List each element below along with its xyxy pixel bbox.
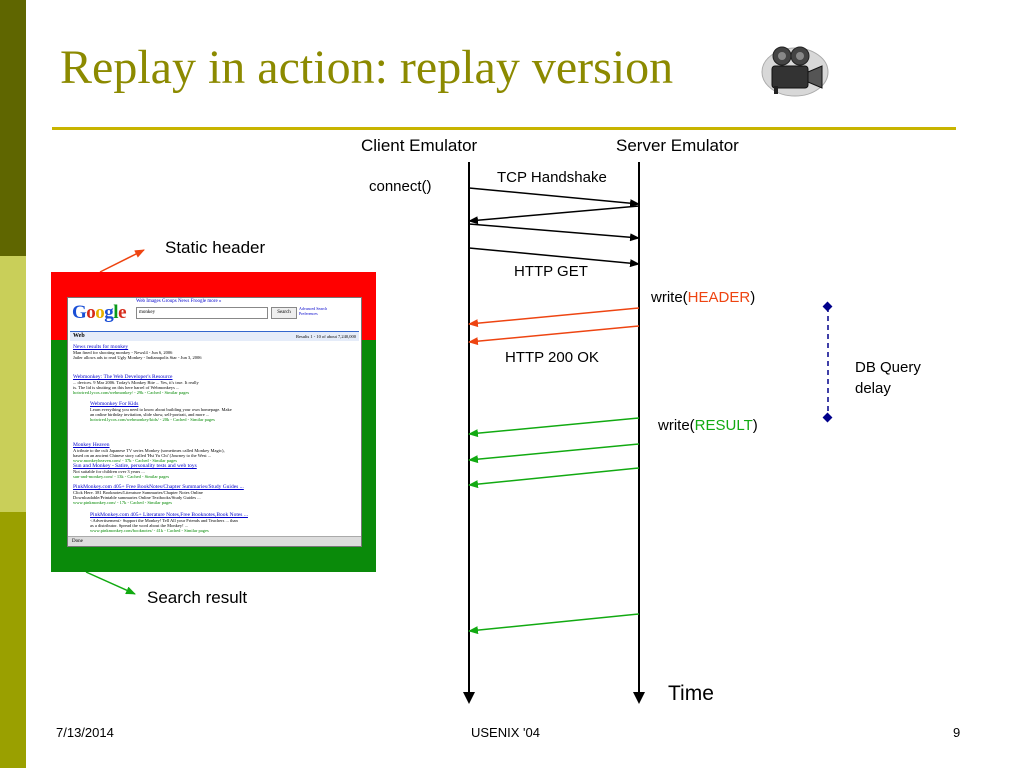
http-200-label: HTTP 200 OK (505, 349, 599, 366)
result-title-link[interactable]: News results for monkey (73, 344, 129, 350)
footer-center: USENIX '04 (471, 725, 540, 740)
advanced-links[interactable]: Advanced Search Preferences (299, 306, 328, 316)
sidebar-block-light (0, 256, 26, 512)
result-title-link[interactable]: PinkMonkey.com 405+ Literature Notes,Fre… (90, 512, 248, 518)
tcp-handshake-label: TCP Handshake (497, 169, 607, 186)
result-snippet: Not suitable for children over 3 years .… (73, 469, 145, 474)
result-response-arrow-4 (468, 613, 640, 635)
result-url[interactable]: hotwired.lycos.com/webmonkey/kids/ - 20k… (90, 417, 215, 423)
search-result-item: Webmonkey: The Web Developer's Resource.… (73, 374, 353, 396)
result-snippet: A tribute to the cult Japanese TV series… (73, 448, 225, 453)
title-underline (52, 127, 956, 130)
result-snippet: is. The lid is shutting on this here bar… (73, 385, 180, 391)
sidebar-block-dark (0, 0, 26, 256)
google-logo: Google (72, 302, 126, 323)
result-url[interactable]: www.pinkmonkey.com/booknotes/ - 41k - Ca… (90, 528, 209, 534)
result-snippet: Learn everything you need to know about … (90, 407, 232, 412)
header-response-arrow-1 (468, 307, 640, 328)
write-header-label: write(HEADER) (651, 289, 756, 306)
search-result-item: PinkMonkey.com 405+ Literature Notes,Fre… (90, 512, 352, 534)
result-snippet: based on an ancient Chinese story called… (73, 453, 212, 459)
result-snippet: ... devices. 9 Mar 2006. Today's Monkey … (73, 380, 199, 385)
browser-window: Google Web Images Groups News Froogle mo… (67, 297, 362, 547)
db-delay-top-marker (822, 301, 833, 312)
sidebar-block-medium (0, 512, 26, 768)
result-response-arrow-1 (468, 417, 640, 438)
movie-camera-icon (761, 46, 829, 97)
server-emulator-label: Server Emulator (616, 136, 739, 155)
db-query-delay-label: DB Query delay (855, 359, 921, 397)
syn-arrow (468, 187, 640, 208)
browser-status-bar: Done (68, 536, 361, 546)
result-title-link[interactable]: Monkey Heaven (73, 442, 110, 448)
syn-ack-arrow (468, 205, 640, 225)
result-title-link[interactable]: Webmonkey: The Web Developer's Resource (73, 374, 173, 380)
search-input[interactable]: monkey (136, 307, 268, 319)
result-title-link[interactable]: Webmonkey For Kids (90, 401, 139, 407)
time-label: Time (668, 682, 714, 705)
db-delay-bottom-marker (822, 412, 833, 423)
search-result-label: Search result (147, 588, 248, 607)
header-keyword: HEADER (687, 289, 751, 306)
result-response-arrow-2 (468, 443, 640, 464)
result-title-link[interactable]: PinkMonkey.com 405+ Free BookNotes/Chapt… (73, 484, 244, 490)
result-snippet: an online birthday invitation, slide sho… (90, 412, 210, 418)
client-emulator-label: Client Emulator (361, 136, 478, 155)
connect-label: connect() (369, 178, 432, 195)
static-header-label: Static header (165, 238, 266, 257)
client-lifeline-arrowhead (463, 692, 475, 704)
ack-arrow (468, 223, 640, 242)
sidebar-decoration (0, 0, 26, 768)
result-url[interactable]: hotwired.lycos.com/webmonkey/ - 29k - Ca… (73, 390, 190, 396)
slide-title: Replay in action: replay version (60, 41, 674, 94)
result-title-link[interactable]: Sun and Monkey - Satire, personality tes… (73, 463, 197, 469)
header-response-arrow-2 (468, 325, 640, 346)
search-result-callout (85, 571, 136, 595)
static-header-callout (99, 249, 145, 273)
http-get-label: HTTP GET (514, 263, 588, 280)
search-tabs[interactable]: Web Images Groups News Froogle more » (136, 299, 222, 304)
result-url[interactable]: sun-and-monkey.com/ - 13k - Cached - Sim… (73, 474, 170, 480)
result-snippet: Jailer allows ads to read Ugly Monkey - … (73, 355, 202, 361)
server-lifeline-arrowhead (633, 692, 645, 704)
result-snippet: Man fined for shooting monkey - Newsl4 -… (73, 350, 173, 355)
result-keyword: RESULT (694, 417, 753, 434)
google-screenshot: Google Web Images Groups News Froogle mo… (51, 272, 376, 572)
write-result-label: write(RESULT) (658, 417, 758, 434)
result-response-arrow-3 (468, 467, 640, 489)
result-url[interactable]: www.pinkmonkey.com/ - 17k - Cached - Sim… (73, 500, 173, 506)
search-result-item: PinkMonkey.com 405+ Free BookNotes/Chapt… (73, 484, 353, 506)
result-snippet: as a distributor. Spread the word about … (90, 523, 189, 529)
results-bar: Web Results 1 - 10 of about 7,240,000 (70, 331, 359, 341)
result-snippet: Click Here. 381 Booknotes/Literature Sum… (73, 490, 203, 495)
search-result-item: Sun and Monkey - Satire, personality tes… (73, 463, 353, 479)
search-button[interactable]: Search (271, 307, 297, 319)
result-snippet: <Advertisement> Support the Monkey! Tell… (90, 518, 238, 523)
result-snippet: Downloadable/Printable summaries Online … (73, 495, 201, 501)
http-get-arrow (468, 247, 640, 268)
footer-date: 7/13/2014 (56, 725, 114, 740)
result-url[interactable]: www.monkeyheaven.com/ - 37k - Cached - S… (73, 458, 178, 464)
footer-page-number: 9 (953, 725, 961, 740)
